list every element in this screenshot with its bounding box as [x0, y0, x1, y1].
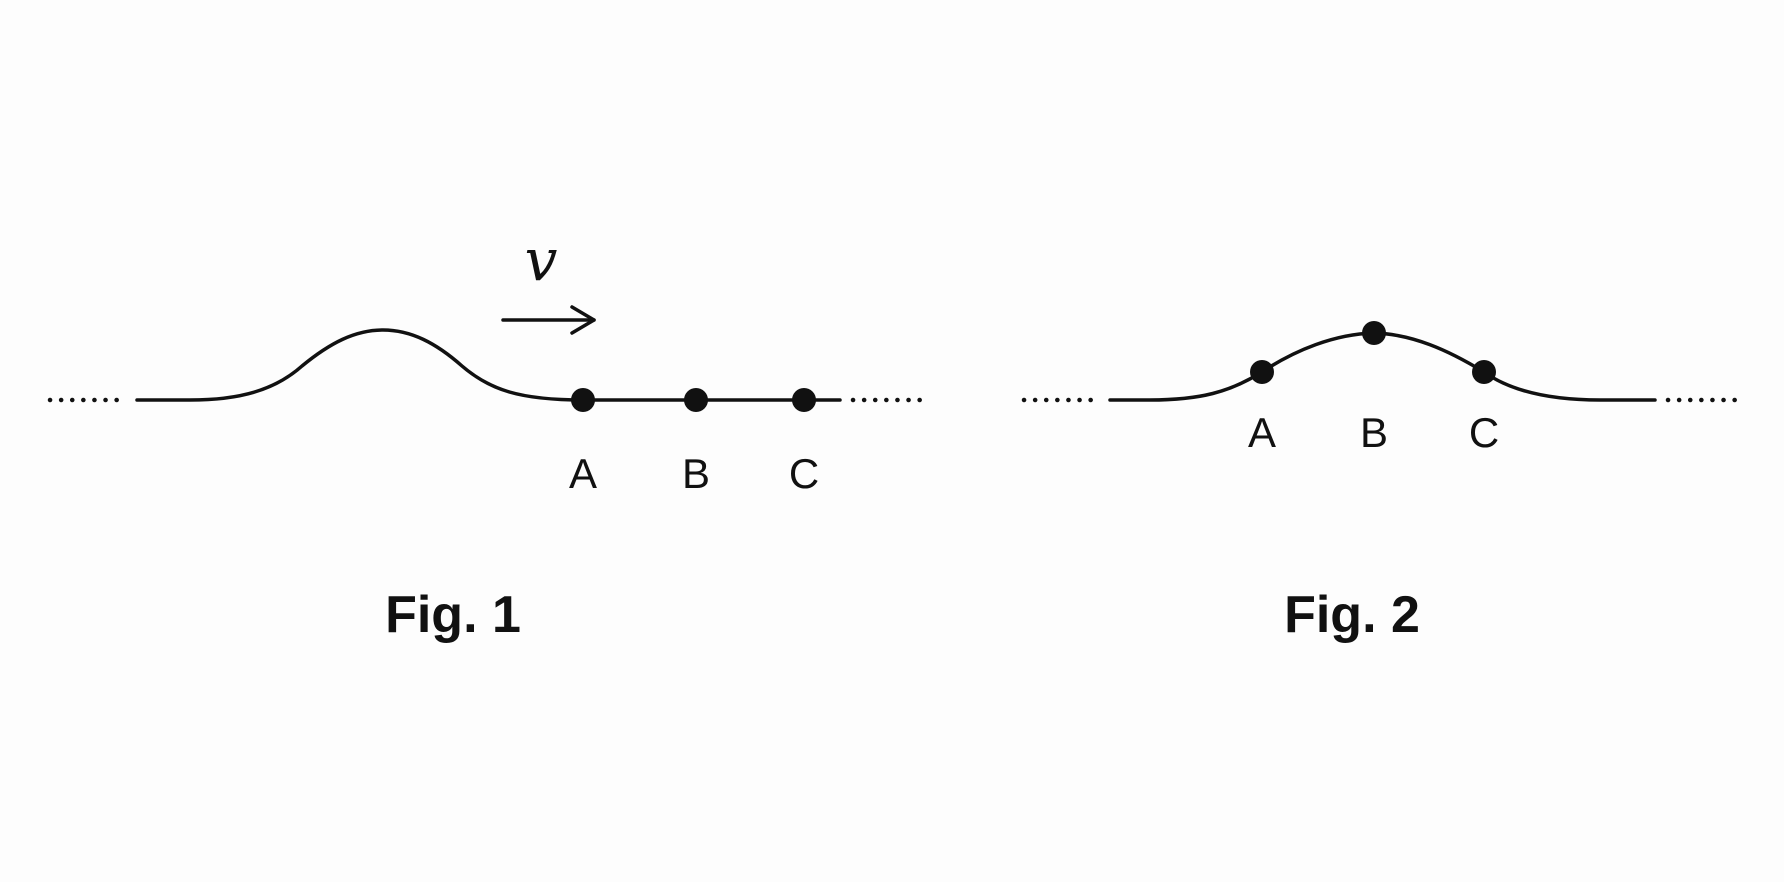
- point-label-c-2: C: [1469, 409, 1499, 456]
- point-b-2: [1362, 321, 1386, 345]
- point-label-b-2: B: [1360, 409, 1388, 456]
- point-label-a-1: A: [569, 450, 597, 497]
- velocity-arrow: [501, 305, 596, 335]
- rope-2: [1108, 331, 1657, 402]
- point-label-c-1: C: [789, 450, 819, 497]
- figure-1: v A B C Fig. 1: [47, 226, 928, 644]
- figure-2: A B C Fig. 2: [1021, 321, 1743, 644]
- figure-1-caption: Fig. 1: [385, 586, 521, 644]
- point-label-a-2: A: [1248, 409, 1276, 456]
- rope-1: [135, 328, 842, 402]
- point-b-1: [684, 388, 708, 412]
- point-c-2: [1472, 360, 1496, 384]
- velocity-label: v: [525, 226, 558, 294]
- point-label-b-1: B: [682, 450, 710, 497]
- point-a-2: [1250, 360, 1274, 384]
- figure-2-caption: Fig. 2: [1284, 586, 1420, 644]
- point-c-1: [792, 388, 816, 412]
- point-a-1: [571, 388, 595, 412]
